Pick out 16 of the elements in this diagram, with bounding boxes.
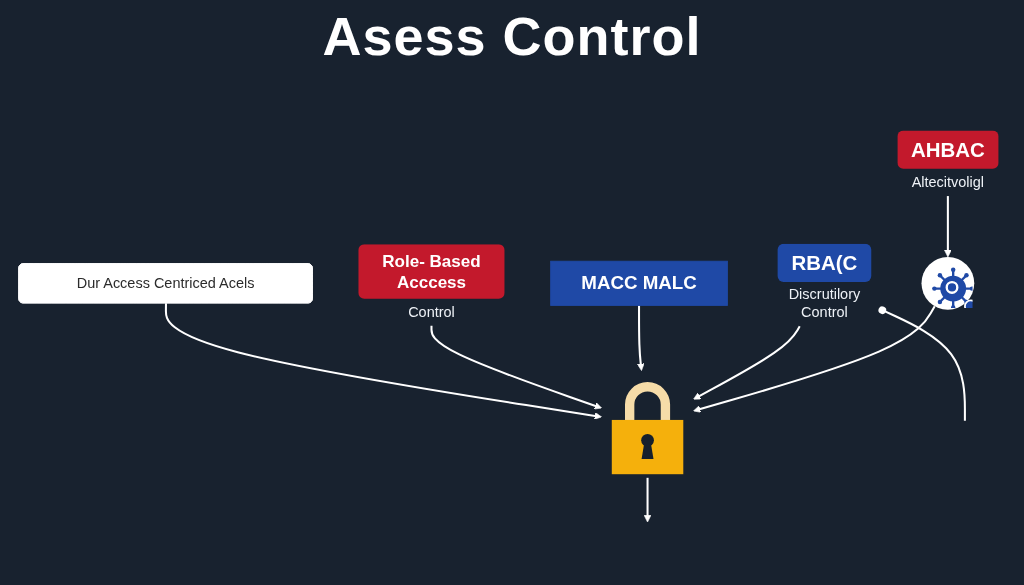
arrow bbox=[944, 196, 952, 258]
arrow bbox=[164, 303, 602, 420]
arrow bbox=[430, 325, 602, 410]
arrow bbox=[643, 477, 652, 523]
connector-line bbox=[878, 306, 966, 421]
arrow bbox=[693, 325, 801, 400]
node-label: Control bbox=[408, 303, 455, 320]
node-box: AHBAC bbox=[897, 130, 999, 169]
node-label: Altecitvoligl bbox=[911, 173, 985, 191]
node-box: MACC MALC bbox=[550, 260, 728, 306]
node-label: Discrutilory Control bbox=[788, 286, 861, 321]
node-box: Role- Based Acccess bbox=[358, 244, 505, 299]
node-box: RBA(C bbox=[777, 243, 871, 283]
diagram-title: Asess Control bbox=[322, 5, 702, 68]
arrow bbox=[637, 305, 645, 371]
arrow bbox=[693, 305, 936, 413]
